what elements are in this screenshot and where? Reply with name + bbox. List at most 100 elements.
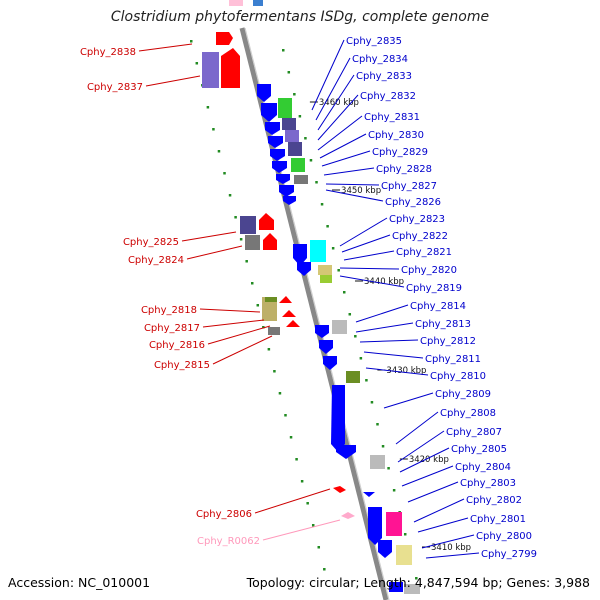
gene-label-reverse[interactable]: Cphy_2824 <box>128 255 184 266</box>
gene-label-forward[interactable]: Cphy_2800 <box>476 531 532 542</box>
gene-label-forward[interactable]: Cphy_2823 <box>389 214 445 225</box>
gene-label-forward[interactable]: Cphy_2820 <box>401 265 457 276</box>
gene-label-reverse[interactable]: Cphy_2817 <box>144 323 200 334</box>
gene-label-forward[interactable]: Cphy_2834 <box>352 54 408 65</box>
gene-label-forward[interactable]: Cphy_2807 <box>446 427 502 438</box>
gene-block <box>282 118 296 130</box>
gene-label-forward[interactable]: Cphy_2799 <box>481 549 537 560</box>
tick-dot <box>234 216 237 219</box>
tick-dot <box>262 326 265 329</box>
gene-arrow <box>268 136 283 148</box>
gene-label-forward[interactable]: Cphy_2803 <box>460 478 516 489</box>
gene-label-forward[interactable]: Cphy_2805 <box>451 444 507 455</box>
gene-arrow <box>272 161 287 173</box>
gene-block <box>332 320 347 334</box>
tick-dot <box>245 260 248 263</box>
tick-dot <box>217 150 221 153</box>
tick-dot <box>403 533 407 536</box>
leader-line <box>254 488 331 514</box>
gene-label-reverse[interactable]: Cphy_2825 <box>123 237 179 248</box>
tick-dot <box>228 194 232 197</box>
leader-line <box>365 367 429 376</box>
gene-label-reverse[interactable]: Cphy_2837 <box>87 82 143 93</box>
tick-dot <box>282 49 285 52</box>
leader-line <box>401 465 454 487</box>
gene-arrow <box>279 296 292 303</box>
gene-label-forward[interactable]: Cphy_2827 <box>381 181 437 192</box>
gene-arrow <box>263 233 277 250</box>
tick-dot <box>317 546 321 549</box>
gene-arrow <box>286 320 300 327</box>
leader-line <box>317 74 355 131</box>
gene-label-forward[interactable]: Cphy_2835 <box>346 36 402 47</box>
gene-label-forward[interactable]: Cphy_2809 <box>435 389 491 400</box>
tick-dot <box>381 445 385 448</box>
leader-line <box>399 447 450 473</box>
gene-label-reverse[interactable]: Cphy_2818 <box>141 305 197 316</box>
gene-label-reverse[interactable]: Cphy_2806 <box>196 509 252 520</box>
gene-arrow <box>341 512 355 519</box>
leader-line <box>407 481 459 503</box>
gene-block <box>262 297 277 321</box>
kbp-tick-label: 3430 kbp <box>386 366 426 376</box>
gene-label-forward[interactable]: Cphy_2813 <box>415 319 471 330</box>
gene-label-reverse[interactable]: Cphy_2816 <box>149 340 205 351</box>
tick-dot <box>348 313 352 316</box>
gene-arrow <box>333 486 346 493</box>
forward-genes <box>257 84 420 594</box>
kbp-tick-label: 3460 kbp <box>319 98 359 108</box>
gene-arrow <box>323 356 337 370</box>
tick-dot <box>331 247 335 250</box>
gene-block <box>389 582 403 592</box>
gene-label-forward[interactable]: Cphy_2804 <box>455 462 511 473</box>
leader-line <box>212 335 273 365</box>
gene-block <box>396 545 412 565</box>
gene-label-forward[interactable]: Cphy_2830 <box>368 130 424 141</box>
gene-label-forward[interactable]: Cphy_2801 <box>470 514 526 525</box>
gene-label-forward[interactable]: Cphy_2819 <box>406 283 462 294</box>
gene-label-forward[interactable]: Cphy_2831 <box>364 112 420 123</box>
gene-label-forward[interactable]: Cphy_2828 <box>376 164 432 175</box>
gene-label-forward[interactable]: Cphy_2808 <box>440 408 496 419</box>
gene-block <box>288 142 302 156</box>
gene-label-forward[interactable]: Cphy_2833 <box>356 71 412 82</box>
gene-label-forward[interactable]: Cphy_2826 <box>385 197 441 208</box>
gene-block <box>245 235 260 250</box>
tick-dot <box>337 269 340 272</box>
leader-line <box>339 275 405 288</box>
tick-dot <box>300 480 304 483</box>
leader-line <box>207 325 271 345</box>
leader-line <box>262 519 341 541</box>
tick-dot <box>278 392 282 395</box>
tick-dot <box>309 159 313 162</box>
label-leaders <box>138 39 480 559</box>
gene-label-forward[interactable]: Cphy_2802 <box>466 495 522 506</box>
gene-arrow <box>265 122 280 135</box>
leader-line <box>363 351 424 359</box>
leader-line <box>145 75 201 87</box>
tick-dot <box>342 291 346 294</box>
gene-label-forward[interactable]: Cphy_2822 <box>392 231 448 242</box>
leader-line <box>325 183 380 186</box>
gene-block <box>278 98 292 118</box>
tick-dot <box>354 335 357 338</box>
gene-label-reverse[interactable]: Cphy_2815 <box>154 360 210 371</box>
gene-label-rna[interactable]: Cphy_R0062 <box>197 536 260 547</box>
gene-arrow <box>221 48 240 88</box>
gene-label-forward[interactable]: Cphy_2810 <box>430 371 486 382</box>
gene-block <box>285 130 299 142</box>
gene-label-reverse[interactable]: Cphy_2838 <box>80 47 136 58</box>
leader-line <box>395 411 439 445</box>
gene-label-forward[interactable]: Cphy_2829 <box>372 147 428 158</box>
accession-text: Accession: NC_010001 <box>8 575 151 590</box>
gene-arrow <box>261 103 277 122</box>
gene-label-forward[interactable]: Cphy_2812 <box>420 336 476 347</box>
gene-label-forward[interactable]: Cphy_2821 <box>396 247 452 258</box>
map-title: Clostridium phytofermentans ISDg, comple… <box>110 9 490 25</box>
gene-label-forward[interactable]: Cphy_2832 <box>360 91 416 102</box>
gene-label-forward[interactable]: Cphy_2811 <box>425 354 481 365</box>
leader-line <box>138 43 193 52</box>
tick-dot <box>323 568 326 571</box>
gene-label-forward[interactable]: Cphy_2814 <box>410 301 466 312</box>
